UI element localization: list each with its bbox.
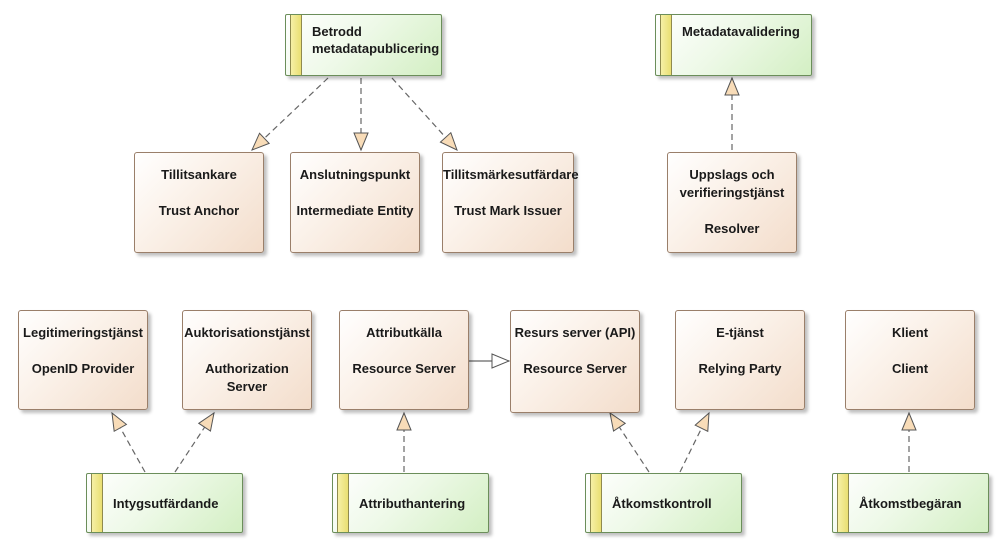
entity-swedish-name: Attributkälla — [366, 325, 442, 340]
function-marker — [590, 474, 602, 532]
entity-swedish-name: Anslutningspunkt — [299, 167, 411, 182]
entity-swedish-name: Auktorisationstjänst — [184, 325, 310, 340]
function-marker — [337, 474, 349, 532]
entity-swedish-name-line1: Uppslags och — [689, 167, 775, 182]
function-metadatavalidering[interactable]: Metadatavalidering — [655, 14, 812, 76]
entity-e-tjanst[interactable]: E-tjänst Relying Party — [675, 310, 805, 410]
entity-english-name: Trust Mark Issuer — [454, 203, 562, 218]
realization-atkomst-resurs — [609, 411, 650, 473]
entity-english-name: Trust Anchor — [158, 203, 240, 218]
function-marker — [660, 15, 672, 75]
function-label: Metadatavalidering — [682, 24, 800, 39]
function-intygsutfardande[interactable]: Intygsutfärdande — [86, 473, 243, 533]
function-label: Åtkomstbegäran — [859, 495, 962, 511]
function-label: Åtkomstkontroll — [612, 495, 712, 511]
entity-anslutningspunkt[interactable]: Anslutningspunkt Intermediate Entity — [290, 152, 420, 253]
function-atkomstkontroll[interactable]: Åtkomstkontroll — [585, 473, 742, 533]
entity-swedish-name: Tillitsankare — [161, 167, 237, 182]
realization-betrodd-tillitsmarke — [391, 77, 458, 151]
entity-tillitsmarkesutfardare[interactable]: Tillitsmärkesutfärdare Trust Mark Issuer — [442, 152, 579, 253]
function-attributhantering[interactable]: Attributhantering — [332, 473, 489, 533]
entity-english-name: Resource Server — [523, 361, 627, 376]
entity-english-name: Resource Server — [352, 361, 456, 376]
function-betrodd-metadatapublicering[interactable]: Betrodd metadatapublicering — [285, 14, 442, 76]
entity-auktorisationstjanst[interactable]: Auktorisationstjänst Authorization Serve… — [182, 310, 312, 410]
entity-english-name-line2: Server — [226, 379, 268, 394]
function-label: Intygsutfärdande — [113, 495, 219, 511]
function-label: Betrodd metadatapublicering — [312, 24, 440, 56]
realization-betrodd-tillitsankare — [251, 77, 329, 151]
entity-tillitsankare[interactable]: Tillitsankare Trust Anchor — [134, 152, 264, 253]
function-marker — [290, 15, 302, 75]
entity-english-name: Client — [891, 361, 929, 376]
entity-attributkalla[interactable]: Attributkälla Resource Server — [339, 310, 469, 410]
entity-swedish-name: Legitimeringstjänst — [23, 325, 143, 340]
entity-swedish-name: Tillitsmärkesutfärdare — [443, 167, 579, 182]
realization-intyg-auktorisation — [174, 411, 215, 473]
entity-swedish-name-line2: verifieringstjänst — [679, 185, 785, 200]
entity-swedish-name: Klient — [891, 325, 929, 340]
entity-legitimeringstjanst[interactable]: Legitimeringstjänst OpenID Provider — [18, 310, 148, 410]
function-marker — [91, 474, 103, 532]
entity-klient[interactable]: Klient Client — [845, 310, 975, 410]
entity-english-name: Relying Party — [698, 361, 782, 376]
entity-english-name-line1: Authorization — [205, 361, 289, 376]
entity-resurs-server[interactable]: Resurs server (API) Resource Server — [510, 310, 640, 413]
realization-atkomst-etjanst — [679, 411, 710, 473]
entity-swedish-name: Resurs server (API) — [514, 325, 636, 340]
entity-english-name: Intermediate Entity — [296, 203, 414, 218]
entity-english-name: OpenID Provider — [31, 361, 135, 376]
entity-swedish-name: E-tjänst — [716, 325, 764, 340]
function-atkomstbegaran[interactable]: Åtkomstbegäran — [832, 473, 989, 533]
entity-english-name: Resolver — [704, 221, 760, 236]
function-marker — [837, 474, 849, 532]
realization-intyg-legitimering — [111, 411, 146, 473]
entity-uppslags-och-verifieringstjanst[interactable]: Uppslags och verifieringstjänst Resolver — [667, 152, 797, 253]
function-label: Attributhantering — [359, 495, 466, 511]
